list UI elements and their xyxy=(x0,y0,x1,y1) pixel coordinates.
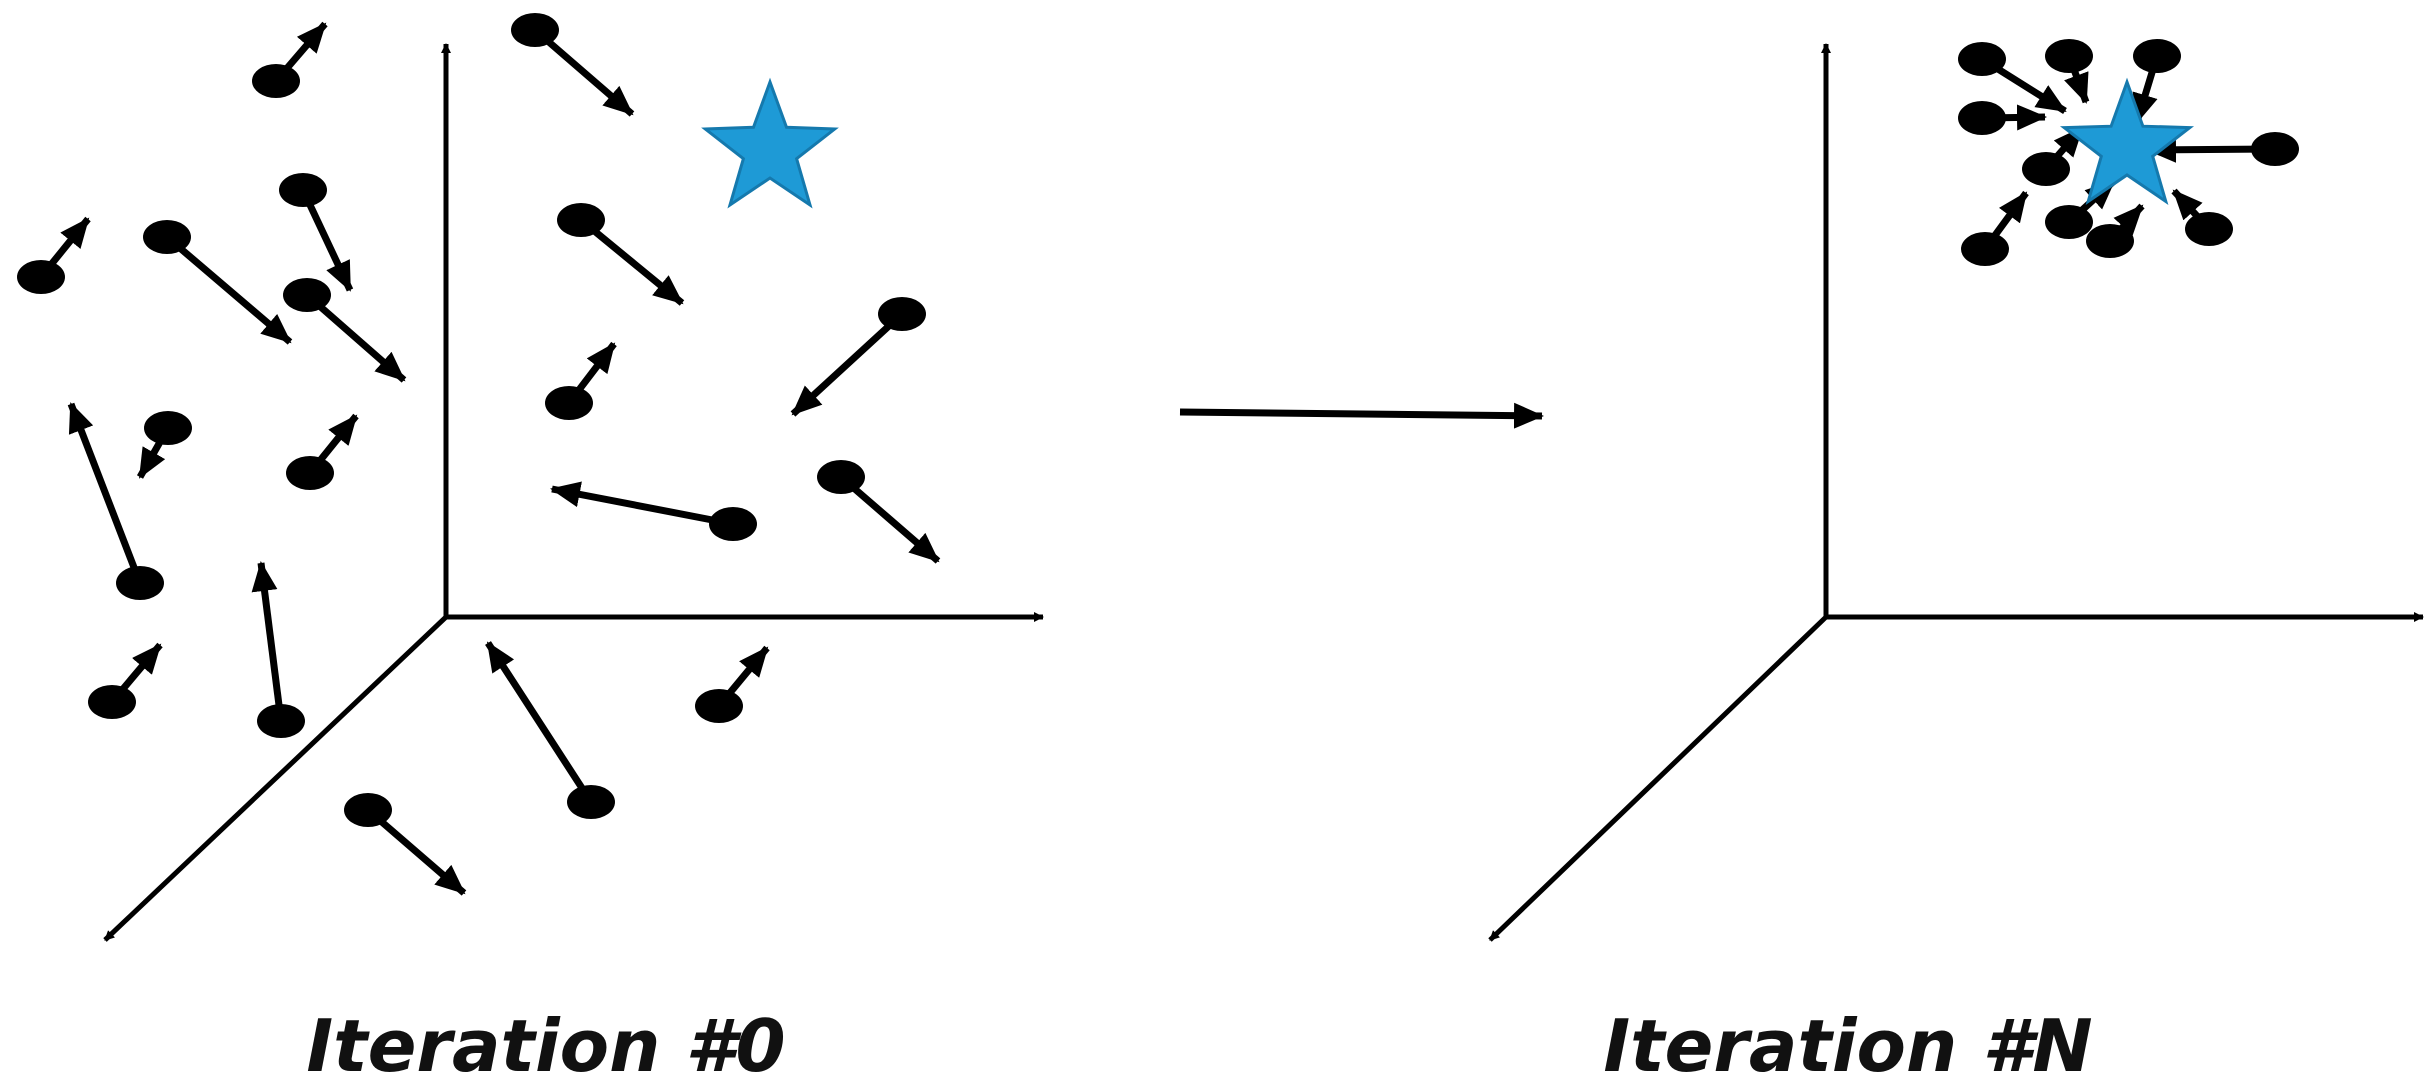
particle xyxy=(88,685,136,719)
particle xyxy=(283,278,331,312)
velocity-arrow xyxy=(838,474,941,564)
particle xyxy=(567,785,615,819)
particle xyxy=(344,793,392,827)
particle xyxy=(2045,205,2093,239)
particle xyxy=(1958,42,2006,76)
particle xyxy=(695,689,743,723)
particle xyxy=(545,386,593,420)
left-z-axis xyxy=(103,615,448,942)
caption-iteration-n: Iteration #N xyxy=(1603,1004,2093,1088)
particle xyxy=(557,203,605,237)
particle xyxy=(1958,101,2006,135)
particle xyxy=(2086,224,2134,258)
particle xyxy=(286,456,334,490)
particle xyxy=(2022,152,2070,186)
velocity-arrow xyxy=(164,234,293,345)
right-arrow-icon xyxy=(1179,402,1544,429)
particle xyxy=(2133,39,2181,73)
velocity-arrow xyxy=(251,561,285,722)
particle xyxy=(144,411,192,445)
right-panel-axes xyxy=(1488,43,2424,942)
particle xyxy=(1961,232,2009,266)
velocity-arrow xyxy=(67,402,144,585)
velocity-arrow xyxy=(550,481,734,528)
particle xyxy=(257,704,305,738)
velocity-arrow xyxy=(304,292,407,383)
left-star-icon xyxy=(701,77,839,209)
particle xyxy=(511,13,559,47)
particle xyxy=(279,173,327,207)
left-panel-axes xyxy=(103,43,1044,942)
particle xyxy=(252,64,300,98)
right-star-icon xyxy=(2059,77,2195,205)
particle xyxy=(116,566,164,600)
particle xyxy=(817,460,865,494)
particle xyxy=(2045,39,2093,73)
velocity-arrow xyxy=(532,27,635,117)
particle xyxy=(17,260,65,294)
caption-iteration-0: Iteration #0 xyxy=(306,1004,786,1088)
particle xyxy=(143,220,191,254)
right-z-axis xyxy=(1488,615,1828,942)
right-particles xyxy=(1958,39,2299,266)
left-particles xyxy=(17,13,941,896)
velocity-arrow xyxy=(790,311,905,417)
particle xyxy=(2185,212,2233,246)
particle xyxy=(2251,132,2299,166)
velocity-arrow xyxy=(578,217,685,306)
velocity-arrow xyxy=(485,641,594,804)
velocity-arrow xyxy=(365,807,467,896)
particle xyxy=(878,297,926,331)
velocity-arrow xyxy=(299,188,354,292)
particle xyxy=(709,507,757,541)
